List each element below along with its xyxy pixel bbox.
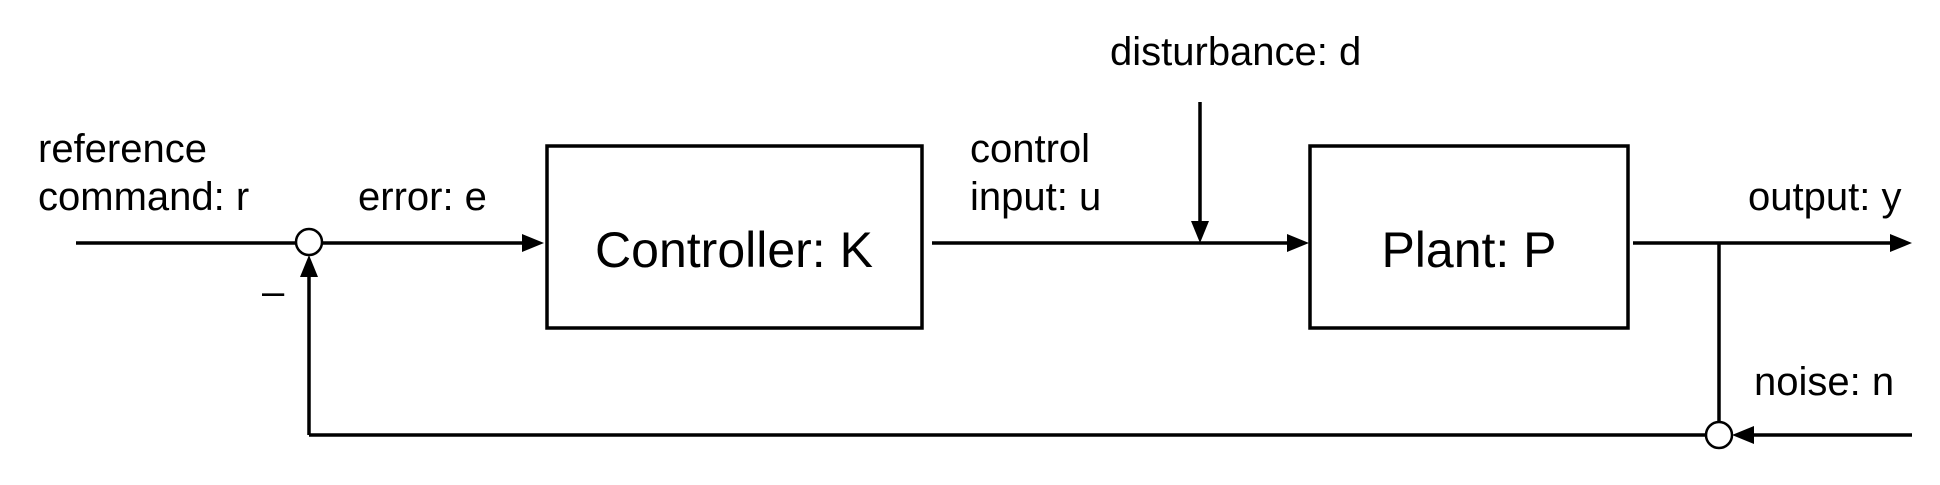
controller-block (545, 144, 924, 330)
control-input-arrowhead (1287, 234, 1309, 252)
error-arrowhead (522, 234, 544, 252)
feedback-arrowhead (300, 255, 318, 277)
feedback-sign-label: – (262, 270, 285, 314)
disturbance-arrowhead (1191, 221, 1209, 243)
reference-label-line1: reference (38, 127, 207, 171)
reference-label-line2: command: r (38, 175, 249, 219)
noise-junction (1704, 420, 1734, 450)
error-label: error: e (358, 175, 487, 219)
disturbance-label: disturbance: d (1110, 30, 1361, 74)
summing-junction (294, 227, 324, 257)
control-label-line2: input: u (970, 175, 1101, 219)
output-arrowhead (1890, 234, 1912, 252)
control-label-line1: control (970, 127, 1090, 171)
noise-label: noise: n (1754, 360, 1894, 404)
plant-label: Plant: P (1381, 222, 1556, 278)
noise-arrowhead (1732, 426, 1754, 444)
output-label: output: y (1748, 175, 1901, 219)
controller-label: Controller: K (595, 222, 873, 278)
plant-block (1308, 144, 1630, 330)
